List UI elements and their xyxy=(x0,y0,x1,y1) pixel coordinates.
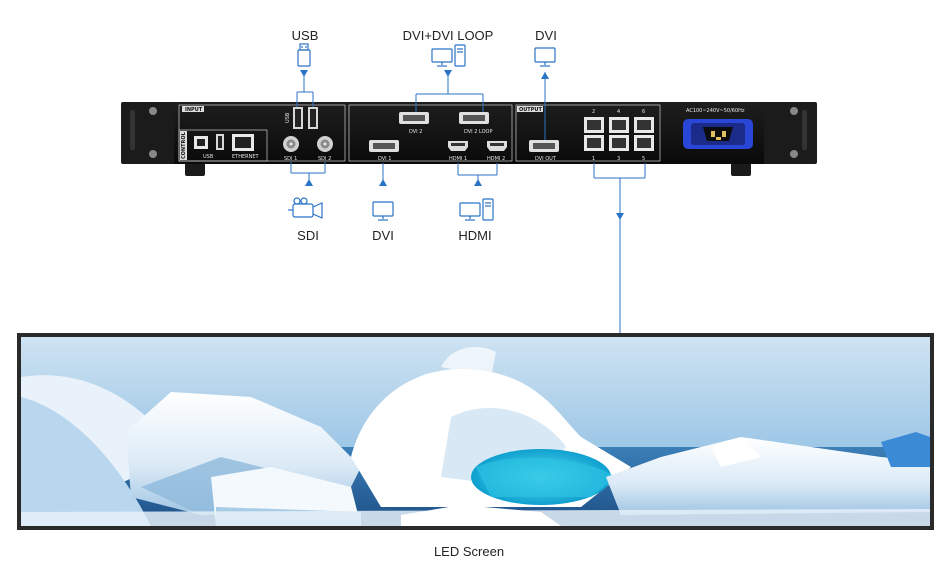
sdi1-label: SDI 1 xyxy=(284,156,297,162)
sdi2-label: SDI 2 xyxy=(318,156,331,162)
port-label-4: 4 xyxy=(617,109,620,115)
screen-image xyxy=(21,337,930,526)
computer-icon xyxy=(432,45,465,66)
usb-drive-icon xyxy=(298,44,310,66)
control-label: CONTROL xyxy=(181,131,187,159)
port-label-6: 6 xyxy=(642,109,645,115)
computer-icon xyxy=(460,199,493,220)
video-camera-icon xyxy=(288,198,322,218)
monitor-icon xyxy=(535,48,555,66)
arrow-up-icon xyxy=(474,179,482,186)
rack-ear-right xyxy=(761,102,817,164)
dvi2-label: DVI 2 xyxy=(409,129,422,135)
port-label-2: 2 xyxy=(592,109,595,115)
usb-control-label: USB xyxy=(203,154,214,160)
power-rating-label: AC100~240V~50/60Hz xyxy=(686,108,745,114)
rack-screw-icon xyxy=(149,107,157,115)
video-processor: INPUT CONTROL USB ETHERNET USB SDI 1 SDI… xyxy=(121,102,817,176)
hdmi2-label: HDMI 2 xyxy=(487,156,505,162)
arrow-down-icon xyxy=(444,70,452,77)
arrow-up-icon xyxy=(541,72,549,79)
ethernet-label: ETHERNET xyxy=(232,154,260,160)
rack-screw-icon xyxy=(149,150,157,158)
port-label-3: 3 xyxy=(617,156,620,162)
port-label-1: 1 xyxy=(592,156,595,162)
arrow-down-icon xyxy=(616,213,624,220)
port-label-5: 5 xyxy=(642,156,645,162)
hdmi1-label: HDMI 1 xyxy=(449,156,467,162)
dvi1-label: DVI 1 xyxy=(378,156,391,162)
monitor-icon xyxy=(373,202,393,220)
led-screen xyxy=(17,333,934,530)
rack-screw-icon xyxy=(790,150,798,158)
input-section-label: INPUT xyxy=(185,107,203,113)
rack-screw-icon xyxy=(790,107,798,115)
usb-port-label: USB xyxy=(285,112,291,123)
arrow-down-icon xyxy=(300,70,308,77)
output-section-label: OUTPUT xyxy=(519,107,542,113)
arrow-up-icon xyxy=(305,179,313,186)
arrow-up-icon xyxy=(379,179,387,186)
dvi2-loop-label: DVI 2 LOOP xyxy=(464,129,493,135)
rack-ear-left xyxy=(121,102,177,164)
dvi-out-label: DVI OUT xyxy=(535,156,557,162)
